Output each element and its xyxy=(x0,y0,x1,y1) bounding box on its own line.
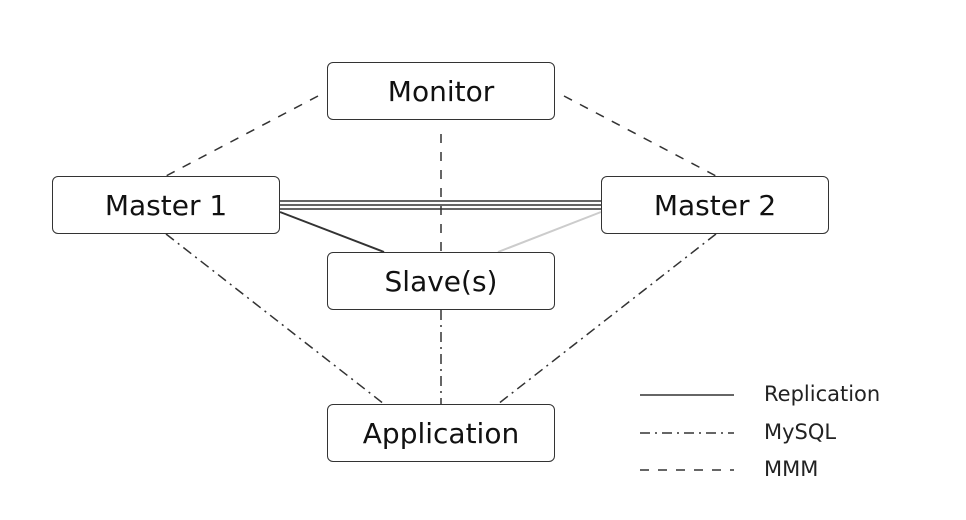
slave-label: Slave(s) xyxy=(384,264,498,298)
monitor-node: Monitor xyxy=(327,62,555,120)
master1-label: Master 1 xyxy=(104,188,228,222)
monitor-label: Monitor xyxy=(387,74,495,108)
application-label: Application xyxy=(362,416,520,450)
legend-replication-label: Replication xyxy=(764,382,881,406)
mysql-link-master1-application xyxy=(165,233,385,405)
legend-mmm-label: MMM xyxy=(764,457,819,481)
master2-node: Master 2 xyxy=(601,176,829,234)
mmm-link-monitor-master1 xyxy=(165,95,319,177)
master1-node: Master 1 xyxy=(52,176,280,234)
slave-node: Slave(s) xyxy=(327,252,555,310)
master2-label: Master 2 xyxy=(653,188,777,222)
replication-master1-slave xyxy=(279,211,385,253)
application-node: Application xyxy=(327,404,555,462)
legend-mysql-label: MySQL xyxy=(764,420,837,444)
mmm-link-monitor-master2 xyxy=(563,95,717,177)
replication-master2-slave xyxy=(497,211,602,253)
mysql-link-master2-application xyxy=(497,233,717,405)
